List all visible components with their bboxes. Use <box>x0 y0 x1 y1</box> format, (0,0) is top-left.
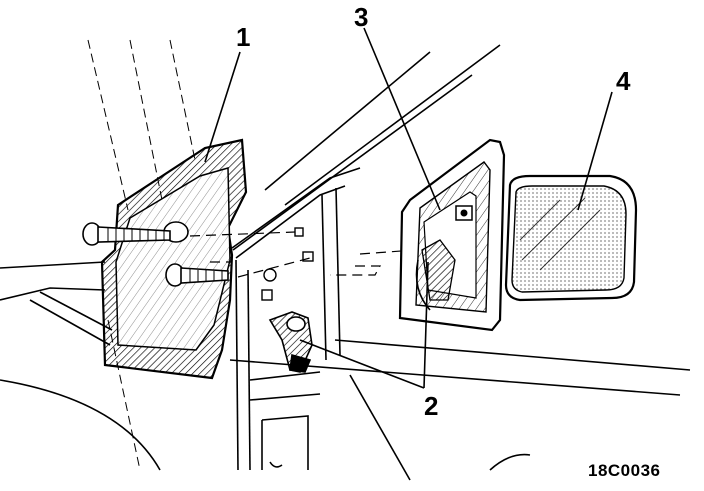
background-pillar-lines <box>87 39 196 471</box>
part-3-mirror-base <box>398 138 506 332</box>
harness-connector <box>268 311 313 373</box>
callout-1-label: 1 <box>236 22 251 52</box>
alignment-dashed-lines <box>189 231 416 278</box>
figure-code-label: 18C0036 <box>588 461 661 480</box>
mounting-bolt-upper <box>82 222 171 246</box>
mounting-bolt-lower <box>165 263 229 287</box>
callout-2-label: 2 <box>424 391 439 421</box>
part-4-mirror-head <box>504 174 638 302</box>
part-1-cover-panel <box>100 138 277 380</box>
callout-leader-lines <box>204 27 613 389</box>
callout-4-label: 4 <box>616 66 631 96</box>
door-frame-outline <box>0 44 691 481</box>
callout-3-label: 3 <box>354 2 369 32</box>
